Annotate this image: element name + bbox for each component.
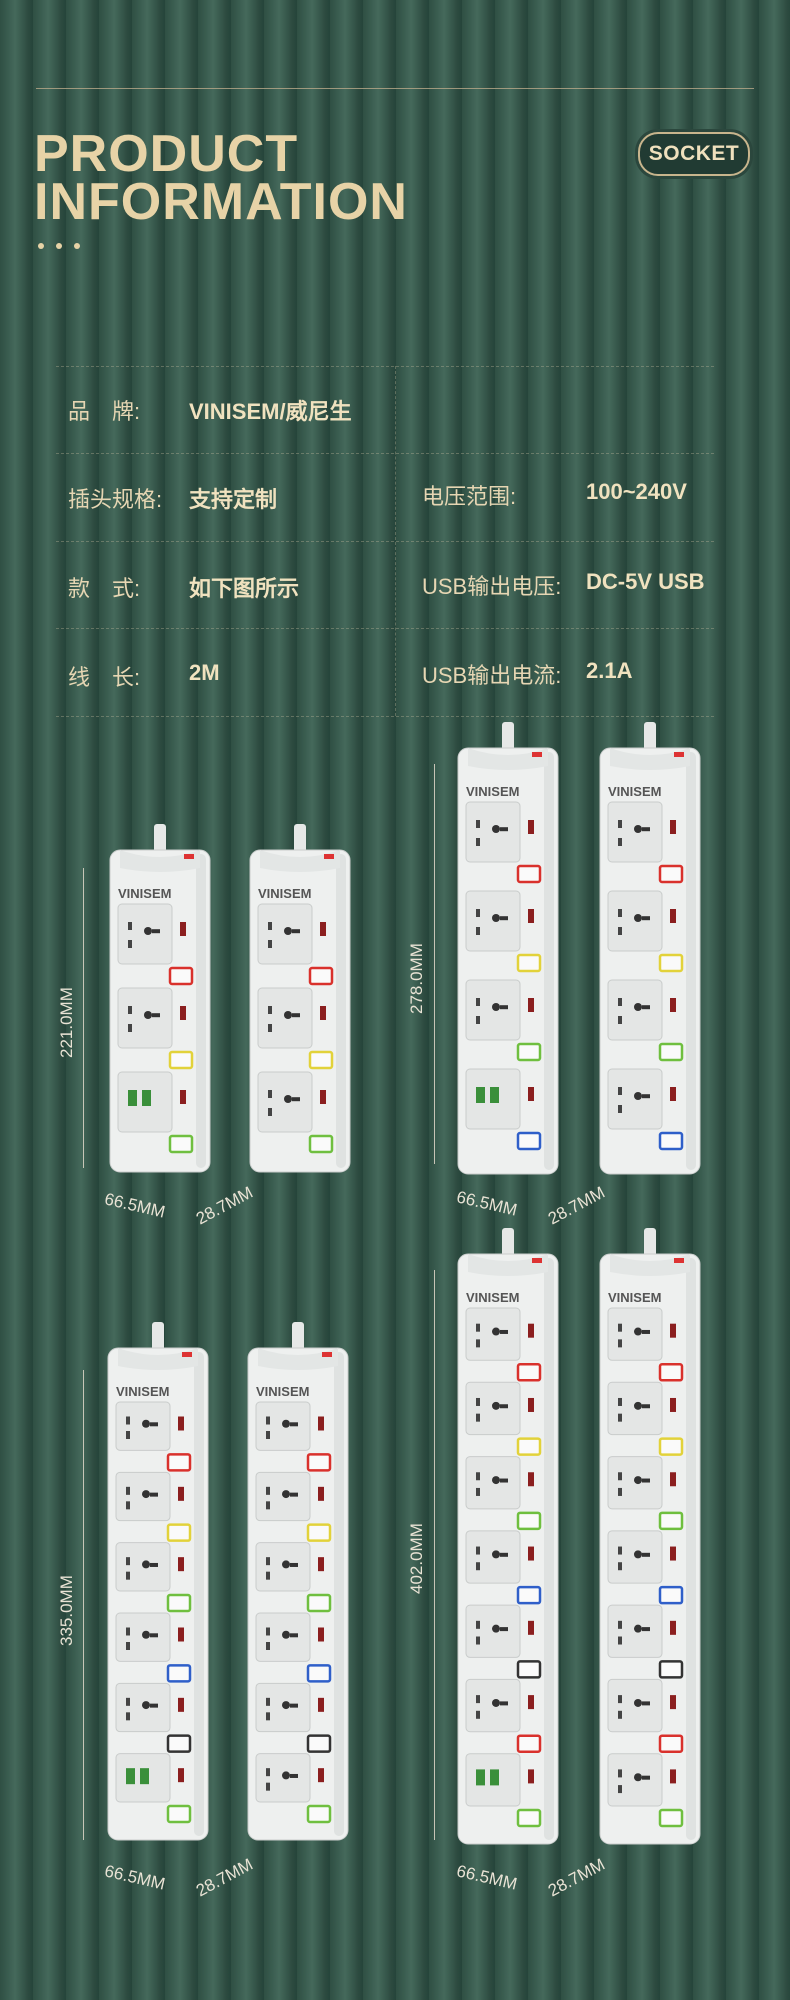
page-title: PRODUCT INFORMATION [34,125,408,231]
title-line-1: PRODUCT [34,125,299,183]
dim-length-b: 278.0MM [407,943,426,1014]
svg-text:VINISEM: VINISEM [118,886,171,901]
dim-line-c [83,1370,84,1840]
usb-voltage-label: USB输出电压: [422,574,562,599]
dim-width-d: 66.5MM [454,1861,519,1894]
style-value: 如下图所示 [189,576,300,601]
cable-label: 线 长: [68,665,141,690]
dim-line-a [83,868,84,1168]
dim-depth-b: 28.7MM [544,1182,609,1229]
usb-current-value: 2.1A [586,658,633,683]
svg-text:VINISEM: VINISEM [256,1384,309,1399]
svg-text:VINISEM: VINISEM [466,784,519,799]
dim-length-c: 335.0MM [57,1575,76,1646]
dim-depth-c: 28.7MM [192,1854,257,1901]
dim-line-d [434,1270,435,1840]
spec-table: 品 牌: VINISEM/威尼生 插头规格: 支持定制 电压范围: 100~24… [56,366,714,717]
svg-text:VINISEM: VINISEM [116,1384,169,1399]
style-label: 款 式: [68,576,141,601]
power-strip-1: VINISEM [109,824,211,1173]
svg-text:VINISEM: VINISEM [608,1290,661,1305]
cable-value: 2M [189,660,220,685]
svg-text:VINISEM: VINISEM [466,1290,519,1305]
plug-value: 支持定制 [189,487,278,512]
decor-dots [38,243,80,249]
dim-depth-a: 28.7MM [192,1182,257,1229]
dim-length-d: 402.0MM [407,1523,426,1594]
plug-label: 插头规格: [68,487,163,512]
power-strip-2: VINISEM [249,824,351,1173]
power-strip-3: VINISEM [457,722,559,1175]
title-line-2: INFORMATION [34,173,408,231]
power-strip-5: VINISEM [107,1322,209,1841]
svg-text:VINISEM: VINISEM [608,784,661,799]
power-strip-4: VINISEM [599,722,701,1175]
voltage-label: 电压范围: [422,484,517,509]
dim-depth-d: 28.7MM [544,1854,609,1901]
svg-text:VINISEM: VINISEM [258,886,311,901]
dim-width-a: 66.5MM [102,1189,167,1222]
socket-badge: SOCKET [638,132,750,176]
voltage-value: 100~240V [586,479,687,504]
top-divider [36,88,754,89]
usb-voltage-value: DC-5V USB [586,569,705,594]
power-strip-8: VINISEM [599,1228,701,1845]
usb-current-label: USB输出电流: [422,663,562,688]
brand-value: VINISEM/威尼生 [189,399,352,424]
power-strip-6: VINISEM [247,1322,349,1841]
power-strip-7: VINISEM [457,1228,559,1845]
dim-length-a: 221.0MM [57,987,76,1058]
dim-width-b: 66.5MM [454,1187,519,1220]
dim-line-b [434,764,435,1164]
dim-width-c: 66.5MM [102,1861,167,1894]
brand-label: 品 牌: [68,399,141,424]
